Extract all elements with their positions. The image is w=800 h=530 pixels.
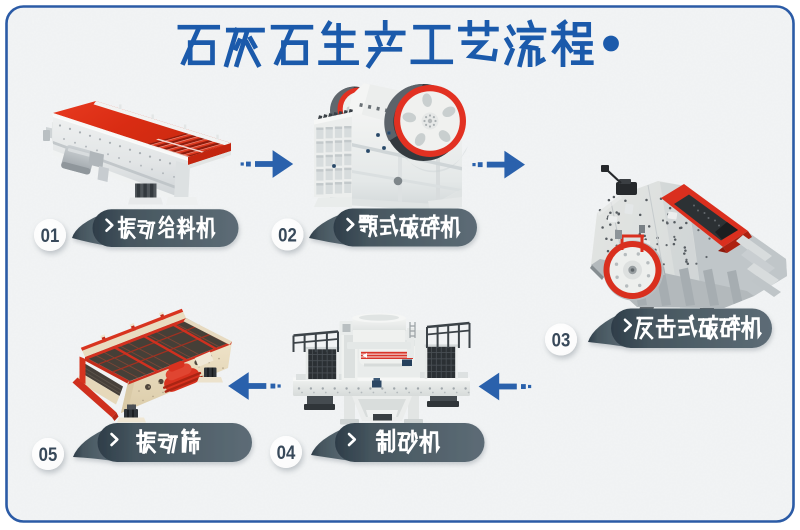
svg-text:02: 02	[278, 224, 297, 245]
svg-text:05: 05	[39, 444, 58, 465]
svg-text:01: 01	[41, 225, 60, 246]
svg-text:03: 03	[552, 329, 571, 350]
svg-text:04: 04	[277, 442, 296, 463]
